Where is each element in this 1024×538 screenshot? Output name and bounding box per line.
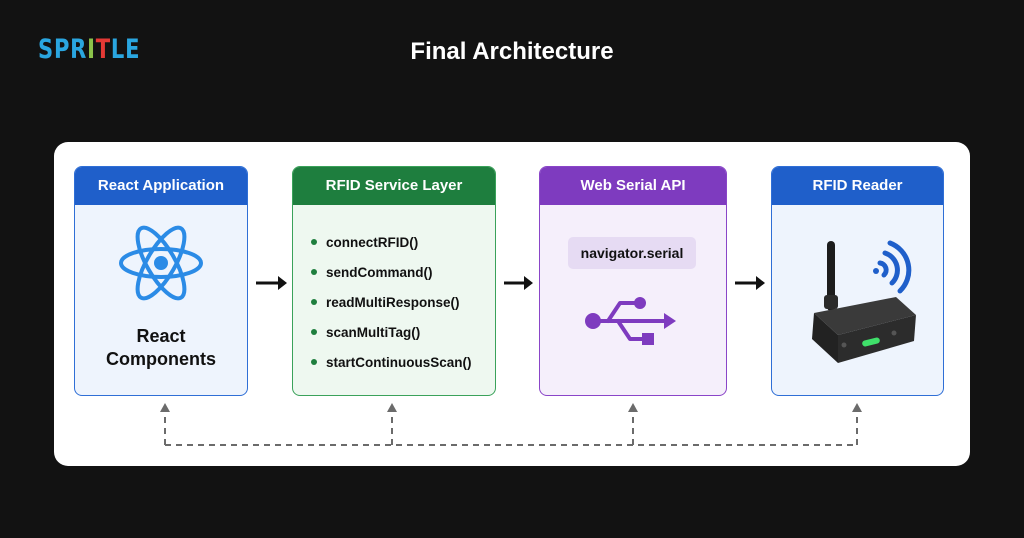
rfid-reader-icon [812,240,916,363]
web-serial-api-card: Web Serial API navigator.serial [539,166,727,396]
rfid-service-layer-header: RFID Service Layer [293,167,495,205]
bullet-icon [311,269,317,275]
page-title: Final Architecture [410,38,614,65]
wireless-signal-icon [877,240,912,294]
rfid-reader-header: RFID Reader [772,167,943,205]
bullet-icon [311,239,317,245]
rfid-service-layer-card: RFID Service Layer connectRFID() sendCom… [292,166,496,396]
sprittle-logo: SPRITLE [38,34,141,65]
list-item: readMultiResponse() [311,287,472,317]
react-application-card: React Application React Components [74,166,248,396]
react-components-label: React Components [106,326,216,369]
rfid-reader-card: RFID Reader [771,166,944,396]
react-atom-icon [119,225,203,301]
arrow-right-icon [256,276,287,290]
list-item: sendCommand() [311,257,472,287]
bullet-icon [311,299,317,305]
navigator-serial-code: navigator.serial [568,237,696,269]
arrow-right-icon [504,276,533,290]
method-list: connectRFID() sendCommand() readMultiRes… [311,227,472,377]
dashed-connector [164,410,858,446]
arrow-right-icon [735,276,765,290]
web-serial-api-header: Web Serial API [540,167,726,205]
react-application-header: React Application [75,167,247,205]
bullet-icon [311,359,317,365]
list-item: startContinuousScan() [311,347,472,377]
bullet-icon [311,329,317,335]
list-item: scanMultiTag() [311,317,472,347]
usb-icon [585,297,676,345]
list-item: connectRFID() [311,227,472,257]
dashed-arrow-up-icon [160,403,862,412]
